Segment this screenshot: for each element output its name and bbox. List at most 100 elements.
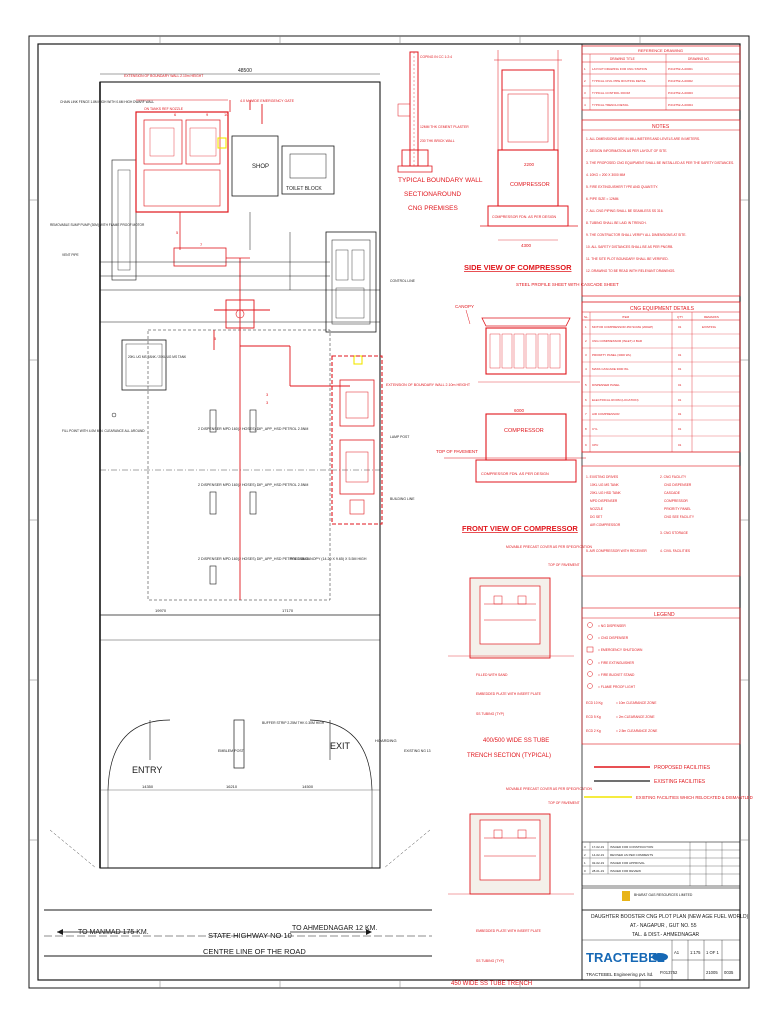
- side-foundation-label: COMPRESSOR FDN. AS PER DESIGN: [492, 215, 557, 219]
- buffer-strip-label: BUFFER STRIP 2.25M THK 0.30M HIGH: [262, 721, 325, 725]
- company-logo-swoosh: [652, 953, 668, 961]
- existing-item: 20KL UG HSD TANK: [590, 491, 622, 495]
- trench1-sand-note: FILLED WITH SAND: [476, 673, 508, 677]
- rev-desc: REVISED AS PER COMMENTS: [610, 853, 653, 857]
- rev-date: 17-02-19: [592, 845, 604, 849]
- existing-item: MPD DISPENSER: [590, 499, 618, 503]
- reference-drawing-table: REFERENCE DRAWING DRAWING TITLE DRAWING …: [581, 45, 741, 111]
- side-view-title: SIDE VIEW OF COMPRESSOR: [464, 263, 572, 272]
- cng-row-sl: 1: [585, 325, 587, 329]
- brick-note: 230 THK BRICK WALL: [420, 139, 455, 143]
- rev-date: 28-01-19: [592, 869, 604, 873]
- building-line-label: BUILDING LINE: [390, 497, 415, 501]
- dim-right-lower: 17170: [282, 608, 294, 613]
- front-view-title: FRONT VIEW OF COMPRESSOR: [462, 524, 578, 533]
- toilet-block: [281, 145, 335, 195]
- legend-title: LEGEND: [654, 612, 675, 618]
- existing-air-compressor: 5. AIR COMPRESSOR WITH RECEIVER: [586, 549, 647, 553]
- legend-item: = CNG DISPENSER: [598, 636, 629, 640]
- side-view-compressor: COMPRESSOR 2200 COMPRESSOR FDN. AS PER D…: [464, 50, 578, 272]
- svg-text:10: 10: [224, 112, 229, 117]
- side-compressor-label: COMPRESSOR: [510, 182, 550, 188]
- tank-box: [121, 339, 167, 391]
- ext-boundary-top: EXTENSION OF BOUNDARY WALL 2.10m HEIGHT: [124, 74, 203, 78]
- wall-title-3: CNG PREMISES: [408, 205, 459, 212]
- outer-border: [28, 35, 750, 989]
- entry-label: ENTRY: [132, 765, 162, 775]
- rev-no: 3: [584, 845, 586, 849]
- ref-row-no: 3: [584, 91, 586, 95]
- front-foundation-label: COMPRESSOR FDN. AS PER DESIGN: [481, 472, 549, 476]
- ref-header-no: DRAWING NO.: [688, 57, 710, 61]
- wall-title-2: SECTIONAROUND: [404, 191, 461, 198]
- highway-label: STATE HIGHWAY NO 10: [208, 931, 292, 940]
- ref-title: REFERENCE DRAWING: [638, 48, 683, 53]
- cng-row-sl: 2: [585, 339, 587, 343]
- legend-item: = FLAME PROOF LIGHT: [598, 685, 635, 689]
- legend-item: = NG DISPENSER: [598, 624, 626, 628]
- removable-pump-label: REMOVABLE SUMP PUMP (30M) WITH FLAME PRO…: [50, 223, 145, 227]
- ref-header-title: DRAWING TITLE: [610, 57, 635, 61]
- relocated-item-1: [217, 137, 227, 149]
- cng-row-qty: 01: [678, 412, 682, 416]
- existing-item: CNG DISPENSER: [664, 483, 692, 487]
- sheet-count: 1 OF 1: [706, 950, 719, 955]
- existing-ng-label: EXISTING NG 13: [404, 749, 431, 753]
- title-block: DAUGHTER BOOSTER CNG PLOT PLAN (NEW AGE …: [581, 909, 749, 981]
- cng-row-qty: 01: [678, 353, 682, 357]
- ref-row-code: P.013752-A-00004: [668, 103, 693, 107]
- legend-existing: EXISTING FACILITIES: [654, 779, 706, 785]
- existing-building: [325, 231, 377, 333]
- cng-row-item: ELECTRICAL ROOM (LOCATION): [592, 398, 639, 402]
- top-of-pavement-label: TOP OF PAVEMENT: [436, 449, 478, 454]
- steel-profile-label: STEEL PROFILE SHEET WITH CASCADE SHEET: [516, 282, 619, 287]
- dispenser-3-label: 2 DISPENSER MPD 160(2 HOSES) DIP_APP_HSD…: [198, 557, 308, 561]
- side-dim-bottom: 4300: [521, 243, 532, 248]
- client-name: BHARAT GAS RESOURCES LIMITED: [634, 893, 693, 897]
- cng-row-sl: 3: [585, 353, 587, 357]
- cng-row-item: CYL: [592, 427, 598, 431]
- legend-zone-code: ECD 2 Kg: [586, 729, 601, 733]
- cng-header: ITEM: [622, 315, 630, 319]
- cng-row-qty: 01: [678, 367, 682, 371]
- cng-row-qty: 01: [678, 398, 682, 402]
- cng-row-item: MASS CASCADE 3000 WL: [592, 367, 629, 371]
- shop-building: [231, 135, 279, 197]
- dim-top: 48500: [238, 68, 252, 74]
- note-item: 12. DRAWING TO BE READ WITH RELEVANT DRA…: [586, 269, 675, 273]
- rev-date: 14-02-19: [592, 853, 604, 857]
- control-line-label: CONTROL LINE: [390, 279, 416, 283]
- chain-link-label: CHAIN LINK FENCE 1.8M HIGH WITH 0.6M HIG…: [60, 100, 154, 104]
- trench2-embed-note: EMBEDDED PLATE WITH INSERT PLATE: [476, 929, 542, 933]
- cng-compound-right: [331, 355, 383, 525]
- cng-header: REMARKS: [704, 315, 719, 319]
- cng-row-item: MOTOR COMPRESSOR 450 SCMH (200HP): [592, 325, 653, 329]
- existing-item: 4. CIVIL FACILITIES: [660, 549, 691, 553]
- sheet-size: A1: [674, 950, 680, 955]
- site-plan: 48500 20KL UG MS TANK / 20KL UG MS TANK …: [44, 68, 471, 957]
- existing-col2-title: 2. CNG FACILITY: [660, 475, 687, 479]
- exit-label: EXIT: [330, 741, 351, 751]
- legend-item: = 2m CLEARANCE ZONE: [616, 715, 655, 719]
- cng-row-sl: 4: [585, 367, 587, 371]
- cng-row-qty: 01: [678, 325, 682, 329]
- svg-text:3: 3: [266, 400, 269, 405]
- existing-col1-title: 1. EXISTING DRIVES: [586, 475, 619, 479]
- front-view-compressor: CANOPY STEEL PROFILE SHEET WITH CASCADE …: [436, 282, 619, 533]
- note-item: 2. DESIGN INFORMATION AS PER LAYOUT OF S…: [586, 149, 667, 153]
- ng-tanks-label: ON TANKS REF NOZZLE: [144, 107, 184, 111]
- cng-row-sl: 6: [585, 398, 587, 402]
- cng-equipment-title: CNG EQUIPMENT DETAILS: [630, 306, 695, 312]
- cng-row-remarks: EXISTING: [702, 325, 717, 329]
- note-item: 3. THE PROPOSED CNG EQUIPMENT SHALL BE I…: [586, 161, 734, 165]
- cng-header: QTY: [677, 315, 683, 319]
- note-item: 9. THE CONTRACTOR SHALL VERIFY ALL DIMEN…: [586, 233, 686, 237]
- legend-item: = EMERGENCY SHUTDOWN: [598, 648, 643, 652]
- ref-row-code: P.013752-A-00001: [668, 67, 693, 71]
- ref-row-title: LAYOUT DRAWING FOR CNG STATION: [592, 67, 647, 71]
- emergency-gate-label: 4.0 M WIDE EMERGENCY GATE: [240, 99, 295, 103]
- legend-item: = 10m CLEARANCE ZONE: [616, 701, 657, 705]
- ref-row-no: 1: [584, 67, 586, 71]
